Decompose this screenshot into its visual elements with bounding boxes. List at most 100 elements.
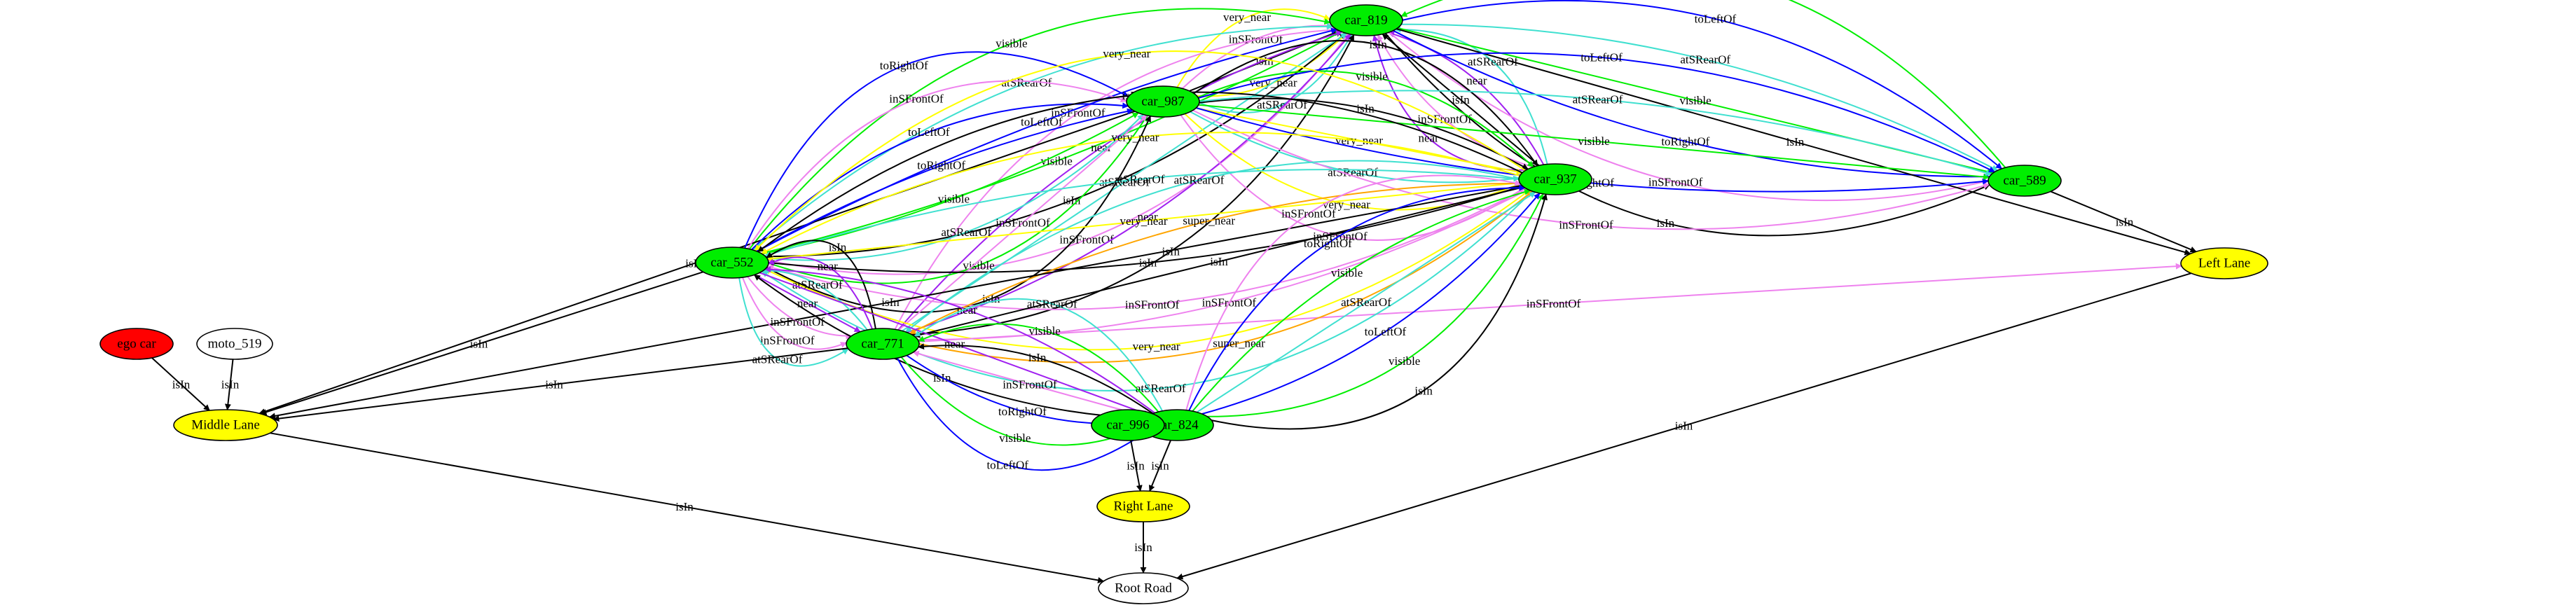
edge-label: isIn bbox=[1414, 384, 1433, 397]
node-left-lane[interactable]: Left Lane bbox=[2180, 247, 2268, 279]
node-car-937[interactable]: car_937 bbox=[1518, 163, 1592, 195]
edge-car_771-car_552: atSRearOf bbox=[762, 267, 868, 331]
edge-car_824-car_771: atSRearOf bbox=[914, 297, 1164, 412]
edge-label: isIn bbox=[1162, 244, 1180, 258]
edge-line bbox=[764, 189, 1530, 351]
edge-car_987-car_589: atSRearOf bbox=[1199, 90, 1992, 176]
edge-label: visible bbox=[1679, 94, 1711, 107]
edge-label: atSRearOf bbox=[1115, 172, 1165, 186]
edge-label: inSFrontOf bbox=[1003, 378, 1057, 391]
node-middle-lane[interactable]: Middle Lane bbox=[173, 409, 278, 441]
node-label: car_824 bbox=[1155, 418, 1199, 433]
edge-label: inSFrontOf bbox=[1281, 207, 1336, 221]
edge-car_552-car_819: visible bbox=[748, 8, 1331, 250]
edge-line bbox=[741, 277, 848, 350]
edge-car_771-car_824: toLeftOf bbox=[896, 357, 1146, 472]
node-shape[interactable] bbox=[1126, 85, 1200, 118]
edge-car_824-car_937: isIn bbox=[1211, 193, 1548, 430]
edge-label: inSFrontOf bbox=[1051, 106, 1106, 120]
node-car-589[interactable]: car_589 bbox=[1988, 165, 2062, 197]
edge-car_552-car_819: visible bbox=[761, 31, 1342, 254]
edge-line bbox=[1192, 188, 1531, 412]
edge-car_552-car_987: inSFrontOf bbox=[747, 80, 1127, 249]
edge-car_937-car_552: very_near bbox=[766, 182, 1520, 262]
edge-label: near bbox=[1418, 132, 1439, 145]
edge-line bbox=[1193, 40, 1538, 167]
node-car-987[interactable]: car_987 bbox=[1126, 85, 1200, 118]
node-car-819[interactable]: car_819 bbox=[1329, 4, 1403, 36]
edge-line bbox=[1198, 104, 1990, 181]
edge-line bbox=[747, 80, 1127, 249]
edge-label: isIn bbox=[545, 378, 563, 391]
edge-car_771-middle_lane: isIn bbox=[273, 347, 848, 422]
node-label: Right Lane bbox=[1114, 499, 1173, 514]
edge-car_987-car_589: inSFrontOf bbox=[1192, 109, 1990, 232]
node-label: car_771 bbox=[861, 337, 904, 352]
edge-label: very_near bbox=[1111, 131, 1159, 144]
edge-line bbox=[905, 160, 1520, 333]
edge-line bbox=[762, 112, 1139, 255]
edge-label: visible bbox=[1041, 155, 1073, 168]
node-moto-519[interactable]: moto_519 bbox=[196, 328, 273, 360]
node-shape[interactable] bbox=[99, 328, 174, 360]
node-shape[interactable] bbox=[1518, 163, 1592, 195]
edge-car_824-car_937: toLeftOf bbox=[1201, 193, 1541, 415]
edge-line bbox=[1396, 28, 2191, 256]
edge-label: atSRearOf bbox=[1328, 166, 1378, 179]
edge-label: toLeftOf bbox=[1365, 325, 1407, 338]
node-shape[interactable] bbox=[1988, 165, 2062, 197]
edge-car_552-car_819: toLeftOf bbox=[756, 27, 1338, 252]
edge-label: toLeftOf bbox=[1580, 51, 1623, 64]
edge-label: inSFrontOf bbox=[1125, 298, 1180, 311]
node-label: car_987 bbox=[1141, 95, 1184, 109]
edge-line bbox=[1148, 440, 1171, 492]
node-car-996[interactable]: car_996 bbox=[1091, 409, 1165, 441]
edge-line bbox=[259, 110, 1136, 415]
edge-line bbox=[1401, 23, 1999, 172]
node-ego-car[interactable]: ego car bbox=[99, 328, 174, 360]
edge-label: isIn bbox=[1452, 93, 1470, 106]
edge-line bbox=[761, 31, 1342, 254]
edge-label: inSFrontOf bbox=[889, 92, 944, 106]
edge-line bbox=[1199, 90, 1992, 176]
edge-car_937-car_552: atSRearOf bbox=[764, 169, 1520, 258]
node-car-771[interactable]: car_771 bbox=[846, 328, 920, 360]
edge-car_552-car_987: visible bbox=[762, 112, 1139, 255]
node-shape[interactable] bbox=[173, 409, 278, 441]
edge-line bbox=[766, 188, 1527, 310]
node-root-road[interactable]: Root Road bbox=[1098, 572, 1189, 604]
node-right-lane[interactable]: Right Lane bbox=[1096, 490, 1190, 522]
edge-line bbox=[768, 185, 1523, 273]
edge-line bbox=[918, 190, 1533, 363]
edge-line bbox=[748, 8, 1331, 250]
edge-car_589-car_819: visible bbox=[1400, 0, 2006, 168]
node-car-552[interactable]: car_552 bbox=[695, 247, 769, 279]
edge-label: atSRearOf bbox=[1027, 297, 1077, 310]
edge-label: visible bbox=[1029, 324, 1061, 338]
edge-line bbox=[756, 27, 1338, 252]
edge-line bbox=[912, 350, 1147, 417]
node-shape[interactable] bbox=[1098, 572, 1189, 604]
node-shape[interactable] bbox=[1329, 4, 1403, 36]
edge-label: isIn bbox=[1151, 459, 1169, 473]
node-shape[interactable] bbox=[846, 328, 920, 360]
edge-line bbox=[752, 23, 1334, 251]
node-shape[interactable] bbox=[695, 247, 769, 279]
node-label: Middle Lane bbox=[191, 418, 260, 433]
edge-line bbox=[764, 169, 1520, 258]
node-shape[interactable] bbox=[196, 328, 273, 360]
node-shape[interactable] bbox=[1091, 409, 1165, 441]
node-label: car_819 bbox=[1344, 13, 1387, 28]
edge-car_552-middle_lane: isIn bbox=[260, 271, 703, 415]
node-shape[interactable] bbox=[2180, 247, 2268, 279]
edge-car_987-car_589: toLeftOf bbox=[1198, 51, 1996, 173]
edge-line bbox=[896, 357, 1146, 471]
edge-car_552-car_771: inSFrontOf bbox=[747, 276, 853, 340]
edge-line bbox=[894, 27, 1338, 330]
edge-label: toRightOf bbox=[1661, 134, 1709, 148]
node-label: car_996 bbox=[1106, 418, 1149, 433]
edge-car_937-middle_lane: isIn bbox=[268, 184, 1522, 420]
node-shape[interactable] bbox=[1096, 490, 1190, 522]
edge-line bbox=[761, 132, 1520, 254]
edge-line bbox=[1211, 193, 1548, 430]
